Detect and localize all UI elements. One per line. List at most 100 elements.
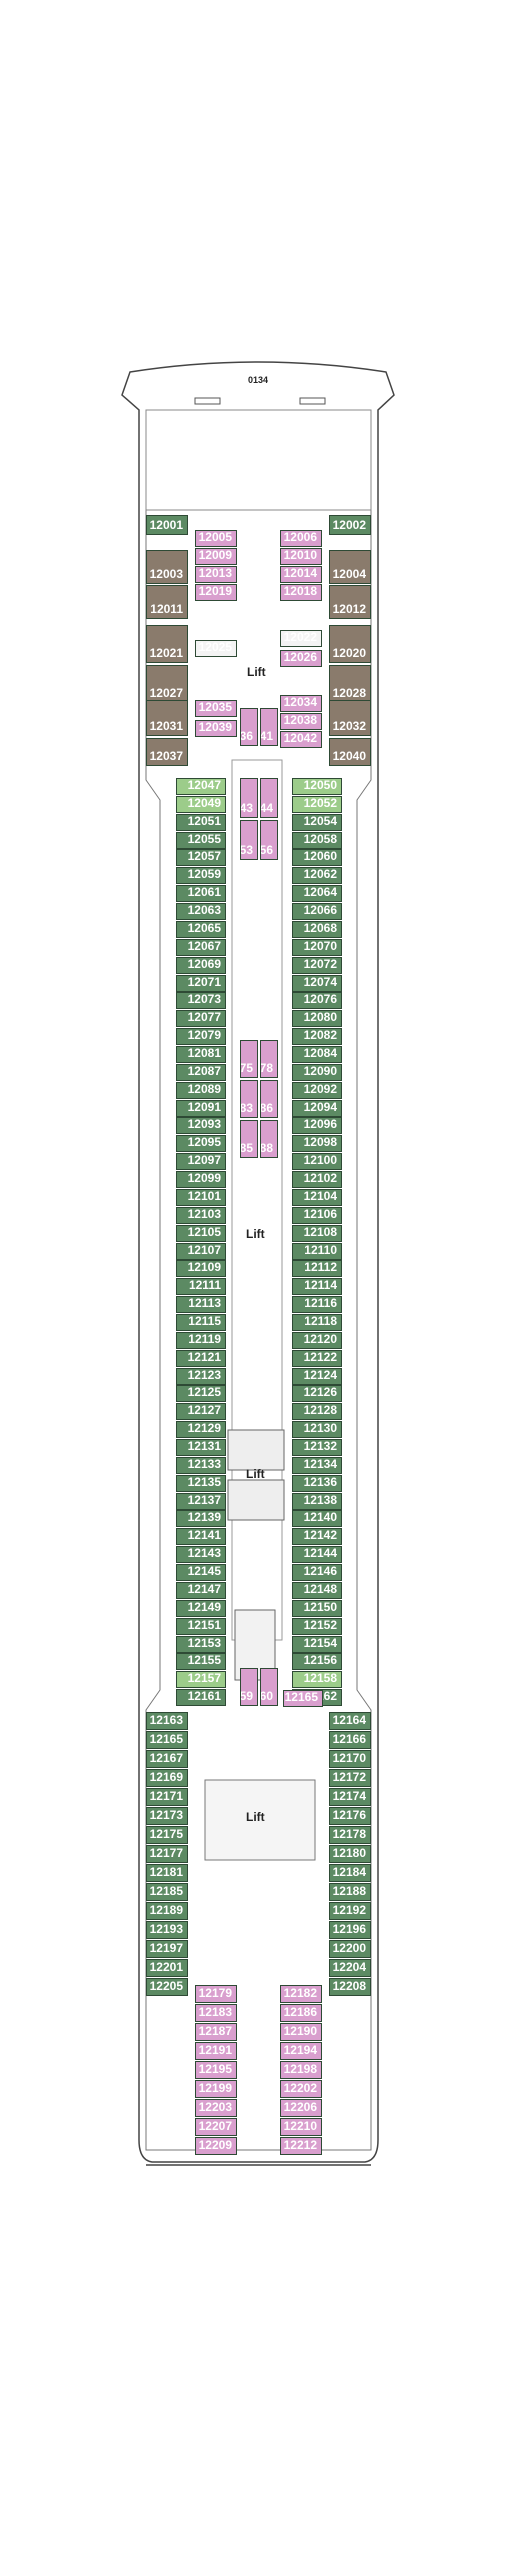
cabin-mid-left[interactable]: 12049: [176, 796, 226, 813]
cabin-stern-right[interactable]: 12164: [329, 1712, 371, 1730]
cabin-bow-inner-left[interactable]: 12005: [195, 530, 237, 547]
cabin-bow-inner-left[interactable]: 12035: [195, 700, 237, 717]
cabin-bow-right[interactable]: 12002: [329, 515, 371, 535]
cabin-bow-left[interactable]: 12001: [146, 515, 188, 535]
cabin-bow-left[interactable]: 12037: [146, 738, 188, 766]
cabin-mid-left[interactable]: 12055: [176, 832, 226, 849]
cabin-mid-right[interactable]: 12070: [292, 939, 342, 956]
cabin-mid-right[interactable]: 12098: [292, 1135, 342, 1152]
cabin-bow-left[interactable]: 12003: [146, 550, 188, 584]
cabin-mid-right[interactable]: 12096: [292, 1117, 342, 1134]
cabin-bow-inner-right[interactable]: 12022: [280, 630, 322, 647]
cabin-stern-inner-left[interactable]: 12203: [195, 2099, 237, 2117]
cabin-mid-right[interactable]: 12126: [292, 1385, 342, 1402]
cabin-mid-right[interactable]: 12066: [292, 903, 342, 920]
cabin-mid-left[interactable]: 12097: [176, 1153, 226, 1170]
cabin-mid-right[interactable]: 12118: [292, 1314, 342, 1331]
cabin-mid-left[interactable]: 12051: [176, 814, 226, 831]
cabin-stern-left[interactable]: 12163: [146, 1712, 188, 1730]
cabin-stern-left[interactable]: 12171: [146, 1788, 188, 1806]
cabin-mid-right[interactable]: 12104: [292, 1189, 342, 1206]
cabin-mid-right[interactable]: 12132: [292, 1439, 342, 1456]
cabin-mid-left[interactable]: 12101: [176, 1189, 226, 1206]
cabin-stern-right[interactable]: 12176: [329, 1807, 371, 1825]
cabin-stern-left[interactable]: 12181: [146, 1864, 188, 1882]
cabin-mid-left[interactable]: 12059: [176, 867, 226, 884]
cabin-stern-right[interactable]: 12172: [329, 1769, 371, 1787]
cabin-stern-left[interactable]: 12201: [146, 1959, 188, 1977]
cabin-mid-right[interactable]: 12156: [292, 1653, 342, 1670]
cabin-mid-inner[interactable]: 12165: [283, 1690, 323, 1707]
cabin-mid-right[interactable]: 12068: [292, 921, 342, 938]
cabin-stern-right[interactable]: 12188: [329, 1883, 371, 1901]
cabin-mid-right[interactable]: 12080: [292, 1010, 342, 1027]
cabin-mid-left[interactable]: 12067: [176, 939, 226, 956]
cabin-stern-left[interactable]: 12177: [146, 1845, 188, 1863]
cabin-stern-right[interactable]: 12196: [329, 1921, 371, 1939]
cabin-mid-right[interactable]: 12128: [292, 1403, 342, 1420]
cabin-mid-left[interactable]: 12141: [176, 1528, 226, 1545]
cabin-mid-inner[interactable]: 12085: [240, 1120, 258, 1158]
cabin-stern-inner-left[interactable]: 12199: [195, 2080, 237, 2098]
cabin-mid-right[interactable]: 12052: [292, 796, 342, 813]
cabin-mid-right[interactable]: 12084: [292, 1046, 342, 1063]
cabin-stern-left[interactable]: 12167: [146, 1750, 188, 1768]
cabin-stern-left[interactable]: 12185: [146, 1883, 188, 1901]
cabin-mid-inner[interactable]: 12053: [240, 820, 258, 860]
cabin-stern-right[interactable]: 12208: [329, 1978, 371, 1996]
cabin-mid-left[interactable]: 12149: [176, 1600, 226, 1617]
cabin-bow-left[interactable]: 12011: [146, 585, 188, 619]
cabin-stern-left[interactable]: 12205: [146, 1978, 188, 1996]
cabin-stern-right[interactable]: 12174: [329, 1788, 371, 1806]
cabin-stern-inner-right[interactable]: 12186: [280, 2004, 322, 2022]
cabin-bow-inner-right[interactable]: 12034: [280, 695, 322, 712]
cabin-mid-left[interactable]: 12093: [176, 1117, 226, 1134]
cabin-mid-left[interactable]: 12057: [176, 849, 226, 866]
cabin-mid-left[interactable]: 12131: [176, 1439, 226, 1456]
cabin-mid-right[interactable]: 12148: [292, 1582, 342, 1599]
cabin-stern-left[interactable]: 12189: [146, 1902, 188, 1920]
cabin-bow-right[interactable]: 12032: [329, 700, 371, 736]
cabin-bow-right[interactable]: 12040: [329, 738, 371, 766]
cabin-mid-left[interactable]: 12153: [176, 1636, 226, 1653]
cabin-mid-left[interactable]: 12125: [176, 1385, 226, 1402]
cabin-bow-inner-mid[interactable]: 12041: [260, 708, 278, 746]
cabin-stern-right[interactable]: 12200: [329, 1940, 371, 1958]
cabin-mid-left[interactable]: 12129: [176, 1421, 226, 1438]
cabin-mid-inner[interactable]: 12159: [240, 1668, 258, 1706]
cabin-mid-inner[interactable]: 12043: [240, 778, 258, 818]
cabin-stern-inner-right[interactable]: 12210: [280, 2118, 322, 2136]
cabin-mid-right[interactable]: 12074: [292, 975, 342, 992]
cabin-mid-right[interactable]: 12100: [292, 1153, 342, 1170]
cabin-mid-right[interactable]: 12054: [292, 814, 342, 831]
cabin-mid-right[interactable]: 12124: [292, 1368, 342, 1385]
cabin-mid-left[interactable]: 12151: [176, 1618, 226, 1635]
cabin-mid-inner[interactable]: 12044: [260, 778, 278, 818]
cabin-mid-left[interactable]: 12091: [176, 1100, 226, 1117]
cabin-mid-right[interactable]: 12152: [292, 1618, 342, 1635]
cabin-mid-left[interactable]: 12087: [176, 1064, 226, 1081]
cabin-stern-right[interactable]: 12184: [329, 1864, 371, 1882]
cabin-mid-right[interactable]: 12114: [292, 1278, 342, 1295]
cabin-stern-inner-right[interactable]: 12198: [280, 2061, 322, 2079]
cabin-mid-right[interactable]: 12108: [292, 1225, 342, 1242]
cabin-mid-left[interactable]: 12047: [176, 778, 226, 795]
cabin-bow-left[interactable]: 12021: [146, 625, 188, 663]
cabin-mid-left[interactable]: 12079: [176, 1028, 226, 1045]
cabin-mid-left[interactable]: 12095: [176, 1135, 226, 1152]
cabin-mid-inner[interactable]: 12078: [260, 1040, 278, 1078]
cabin-mid-right[interactable]: 12082: [292, 1028, 342, 1045]
cabin-mid-right[interactable]: 12110: [292, 1243, 342, 1260]
cabin-mid-left[interactable]: 12135: [176, 1475, 226, 1492]
cabin-mid-left[interactable]: 12109: [176, 1260, 226, 1277]
cabin-stern-inner-left[interactable]: 12195: [195, 2061, 237, 2079]
cabin-bow-inner-right[interactable]: 12014: [280, 566, 322, 583]
cabin-stern-inner-right[interactable]: 12190: [280, 2023, 322, 2041]
cabin-mid-right[interactable]: 12158: [292, 1671, 342, 1688]
cabin-bow-inner-right[interactable]: 12026: [280, 650, 322, 667]
cabin-bow-right[interactable]: 12028: [329, 665, 371, 703]
cabin-mid-left[interactable]: 12139: [176, 1510, 226, 1527]
cabin-bow-inner-right[interactable]: 12006: [280, 530, 322, 547]
cabin-mid-right[interactable]: 12150: [292, 1600, 342, 1617]
cabin-mid-left[interactable]: 12069: [176, 957, 226, 974]
